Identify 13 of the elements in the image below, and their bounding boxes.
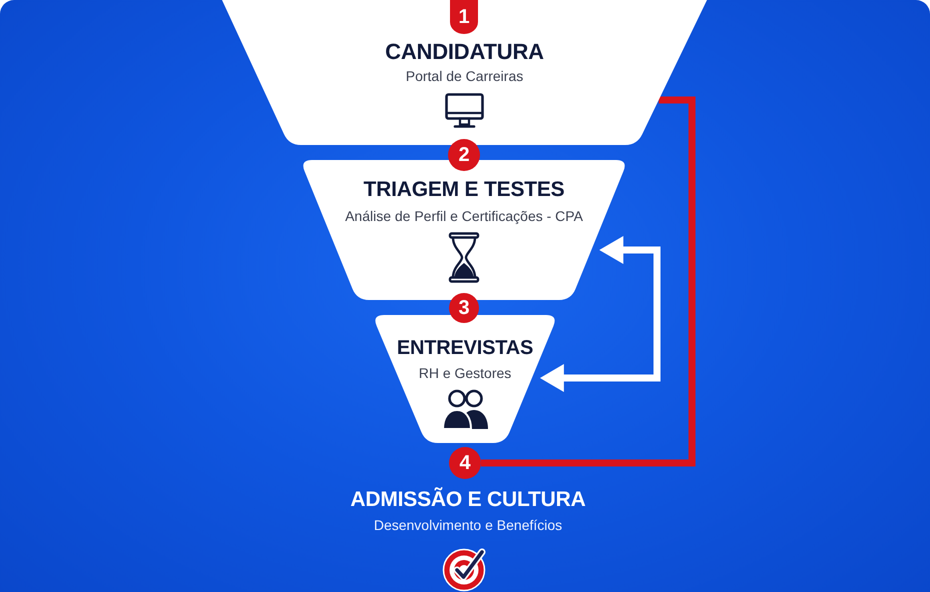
funnel-stage [222, 0, 707, 145]
double-headed-arrow [540, 236, 660, 392]
connector-line [481, 96, 696, 466]
step-number-badge: 1 [450, 0, 478, 34]
step-number-badge: 4 [449, 447, 481, 479]
stage-title: CANDIDATURA [385, 39, 544, 65]
stage-subtitle: Desenvolvimento e Benefícios [374, 516, 562, 534]
stage-subtitle: Análise de Perfil e Certificações - CPA [345, 207, 583, 225]
stage-subtitle: Portal de Carreiras [406, 67, 524, 85]
stage-title: ADMISSÃO E CULTURA [350, 487, 586, 513]
stage-subtitle: RH e Gestores [418, 364, 512, 382]
stage-title: ENTREVISTAS [396, 336, 534, 361]
stage-title: TRIAGEM E TESTES [364, 177, 564, 203]
